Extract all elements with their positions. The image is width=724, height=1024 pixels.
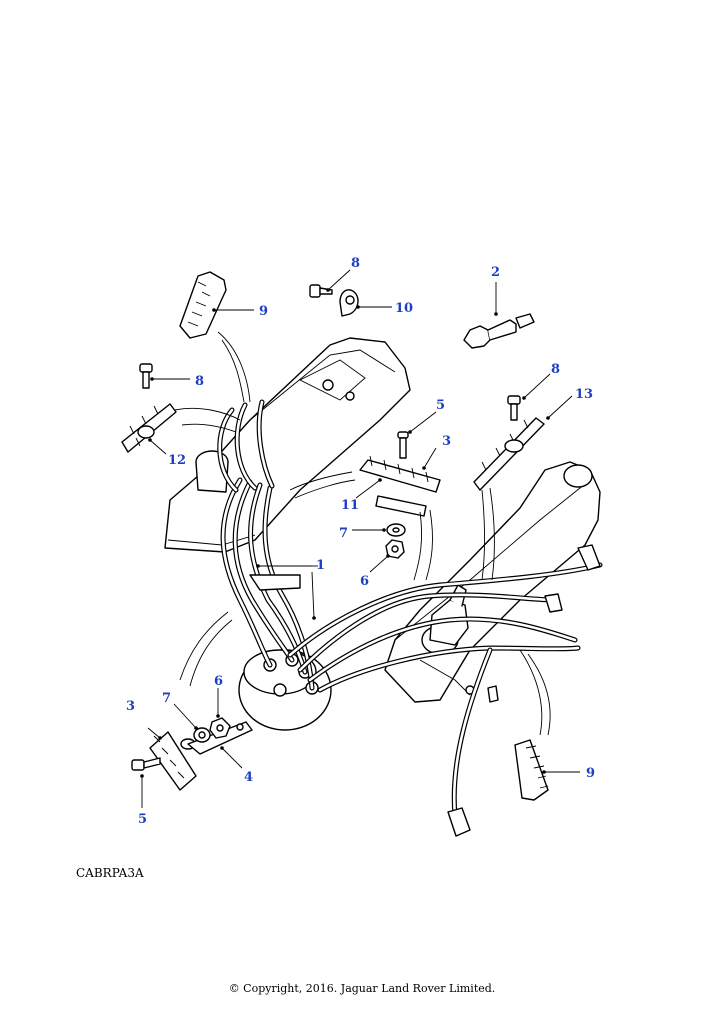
callout-8-right: 8: [551, 362, 560, 377]
washer-lower: [193, 727, 211, 743]
bolt-right: [507, 395, 521, 421]
callout-6-lower: 6: [214, 674, 223, 689]
callout-7-centre: 7: [339, 526, 348, 541]
distributor-cap: [238, 649, 332, 731]
callout-labels: 1 2 3 3 4 5 5 6 6 7 7 8 8 8 9 9 10 11 12…: [126, 256, 595, 827]
left-rocker-cover: [164, 337, 411, 553]
lead-separator-comb-bottom: [514, 739, 549, 801]
callout-4: 4: [244, 770, 253, 785]
callout-8-top: 8: [351, 256, 360, 271]
lead-clip-bracket-centre: [359, 431, 441, 517]
callout-8-left: 8: [195, 374, 204, 389]
callout-13: 13: [575, 387, 593, 402]
callout-leaders: [140, 269, 580, 808]
bolt-left: [139, 363, 153, 389]
callout-9-bottom: 9: [586, 766, 595, 781]
copyright-notice: © Copyright, 2016. Jaguar Land Rover Lim…: [228, 982, 496, 995]
callout-5-centre: 5: [436, 398, 445, 413]
callout-5-lower: 5: [138, 812, 147, 827]
nut-lower: [209, 717, 231, 739]
washer-centre: [386, 523, 406, 537]
lead-separator-comb-top: [179, 271, 227, 339]
callout-2: 2: [491, 265, 500, 280]
callout-9-top: 9: [259, 304, 268, 319]
assembly-indicator-arcs: [174, 331, 551, 736]
lead-clip-bracket-right: [473, 417, 545, 491]
spark-plug: [463, 313, 535, 349]
callout-10: 10: [395, 301, 413, 316]
bolt-lower: [131, 757, 161, 771]
callout-1: 1: [316, 558, 325, 573]
callout-11: 11: [341, 498, 359, 513]
callout-3-lower: 3: [126, 699, 135, 714]
callout-3-centre: 3: [442, 434, 451, 449]
illustration-reference-code: CABRPA3A: [76, 866, 144, 880]
ht-lead-harness: [217, 399, 603, 837]
lead-clip-bracket-left: [121, 403, 177, 453]
callout-7-lower: 7: [162, 691, 171, 706]
callout-6-centre: 6: [360, 574, 369, 589]
callout-12: 12: [168, 453, 186, 468]
p-clip: [339, 289, 359, 317]
